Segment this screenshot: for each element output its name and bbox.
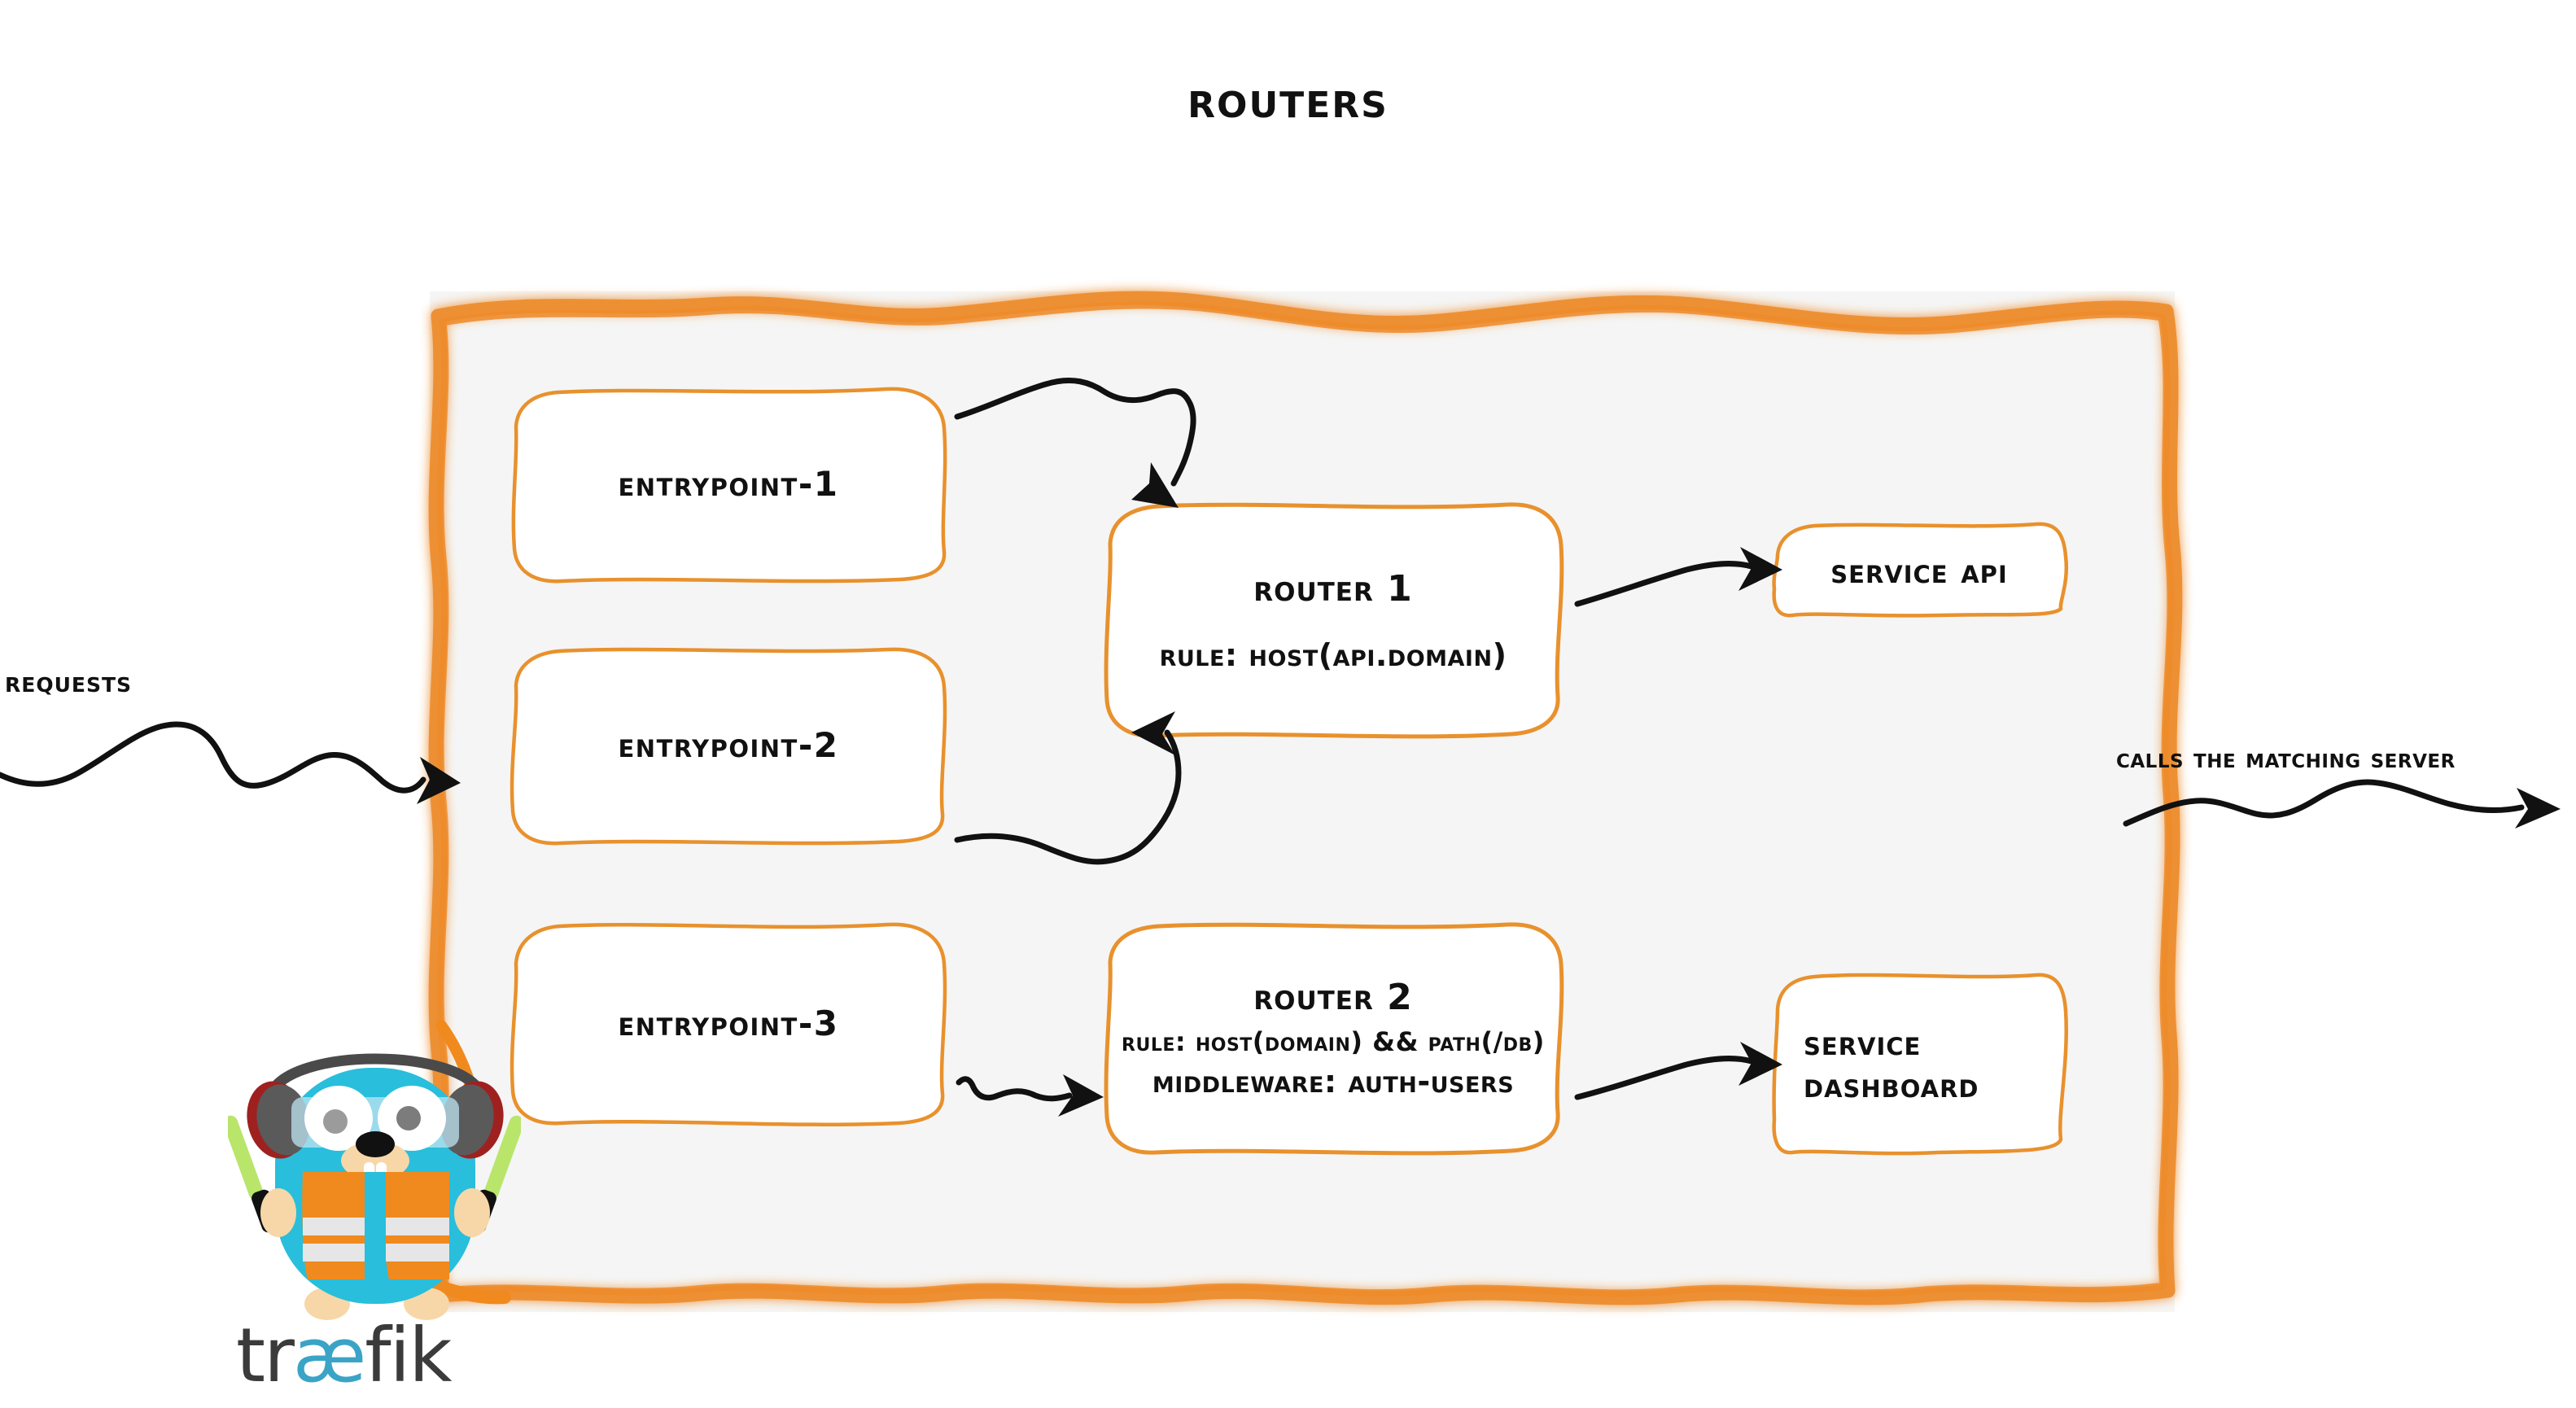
router-2-rule: rule: Host(domain) && Path(/db) bbox=[1122, 1026, 1545, 1057]
mascot-tail bbox=[431, 1279, 511, 1305]
router-2-title: Router 2 bbox=[1253, 977, 1413, 1018]
wordmark-ae: æ bbox=[292, 1312, 366, 1399]
service-dashboard-border bbox=[1772, 973, 2068, 1156]
service-dashboard-label-line2: Dashboard bbox=[1804, 1065, 1979, 1105]
entrypoint-1-label: entrypoint-1 bbox=[618, 463, 839, 504]
arrow-requests-in bbox=[0, 721, 426, 794]
entrypoint-3-border bbox=[510, 922, 947, 1126]
entrypoint-1-box[interactable]: entrypoint-1 bbox=[505, 383, 952, 584]
service-api-textwrap: Service API bbox=[1768, 521, 2071, 620]
wordmark-part2: fik bbox=[365, 1312, 452, 1399]
router-2-middleware: Middleware: auth-users bbox=[1152, 1064, 1515, 1100]
mascot-headphone-band bbox=[265, 1053, 488, 1101]
service-api-label: Service API bbox=[1830, 550, 2008, 591]
page-title-text: Routers bbox=[1187, 85, 1389, 126]
router-1-border bbox=[1104, 502, 1564, 739]
entrypoint-2-box[interactable]: entrypoint-2 bbox=[505, 643, 952, 846]
arrowhead-calls-out bbox=[2515, 788, 2561, 829]
router-1-title: Router 1 bbox=[1253, 567, 1413, 610]
mascot-hand-right bbox=[454, 1188, 490, 1237]
calls-the-matching-server-label: Calls the matching server bbox=[2116, 742, 2456, 774]
mascot-pupil-left bbox=[323, 1109, 348, 1134]
mascot-hand-left bbox=[260, 1188, 296, 1237]
page-title: Routers bbox=[0, 85, 2576, 126]
entrypoint-3-label: entrypoint-3 bbox=[618, 1003, 839, 1043]
router-2-box[interactable]: Router 2 rule: Host(domain) && Path(/db)… bbox=[1097, 918, 1569, 1158]
router-1-box[interactable]: Router 1 rule: Host(api.domain) bbox=[1097, 498, 1569, 742]
service-api-box[interactable]: Service API bbox=[1768, 521, 2071, 620]
service-dashboard-textwrap: Service Dashboard bbox=[1768, 970, 2071, 1159]
traefik-gopher-mascot bbox=[228, 1020, 521, 1320]
entrypoint-2-border bbox=[510, 647, 947, 846]
router-1-rule: rule: Host(api.domain) bbox=[1159, 636, 1507, 673]
mascot-pupil-right bbox=[396, 1106, 421, 1130]
entrypoint-2-label: entrypoint-2 bbox=[618, 724, 839, 765]
service-dashboard-box[interactable]: Service Dashboard bbox=[1768, 970, 2071, 1159]
mascot-vest-gap bbox=[365, 1172, 386, 1286]
entrypoint-1-textwrap: entrypoint-1 bbox=[505, 383, 952, 584]
service-api-border bbox=[1772, 522, 2069, 618]
wordmark-part1: tr bbox=[236, 1312, 295, 1399]
entrypoint-3-box[interactable]: entrypoint-3 bbox=[505, 918, 952, 1128]
router-2-border bbox=[1104, 922, 1564, 1156]
entrypoint-2-textwrap: entrypoint-2 bbox=[505, 643, 952, 846]
mascot-snout bbox=[341, 1141, 409, 1180]
service-dashboard-label-line1: Service bbox=[1804, 1022, 1922, 1063]
mascot-nose bbox=[356, 1131, 395, 1157]
traefik-brand: træfik bbox=[228, 1017, 521, 1400]
entrypoint-3-textwrap: entrypoint-3 bbox=[505, 918, 952, 1128]
entrypoint-1-border bbox=[511, 387, 947, 584]
traefik-wordmark: træfik bbox=[236, 1318, 513, 1393]
router-2-textwrap: Router 2 rule: Host(domain) && Path(/db)… bbox=[1097, 918, 1569, 1158]
requests-label: Requests bbox=[5, 666, 133, 699]
router-1-textwrap: Router 1 rule: Host(api.domain) bbox=[1097, 498, 1569, 742]
